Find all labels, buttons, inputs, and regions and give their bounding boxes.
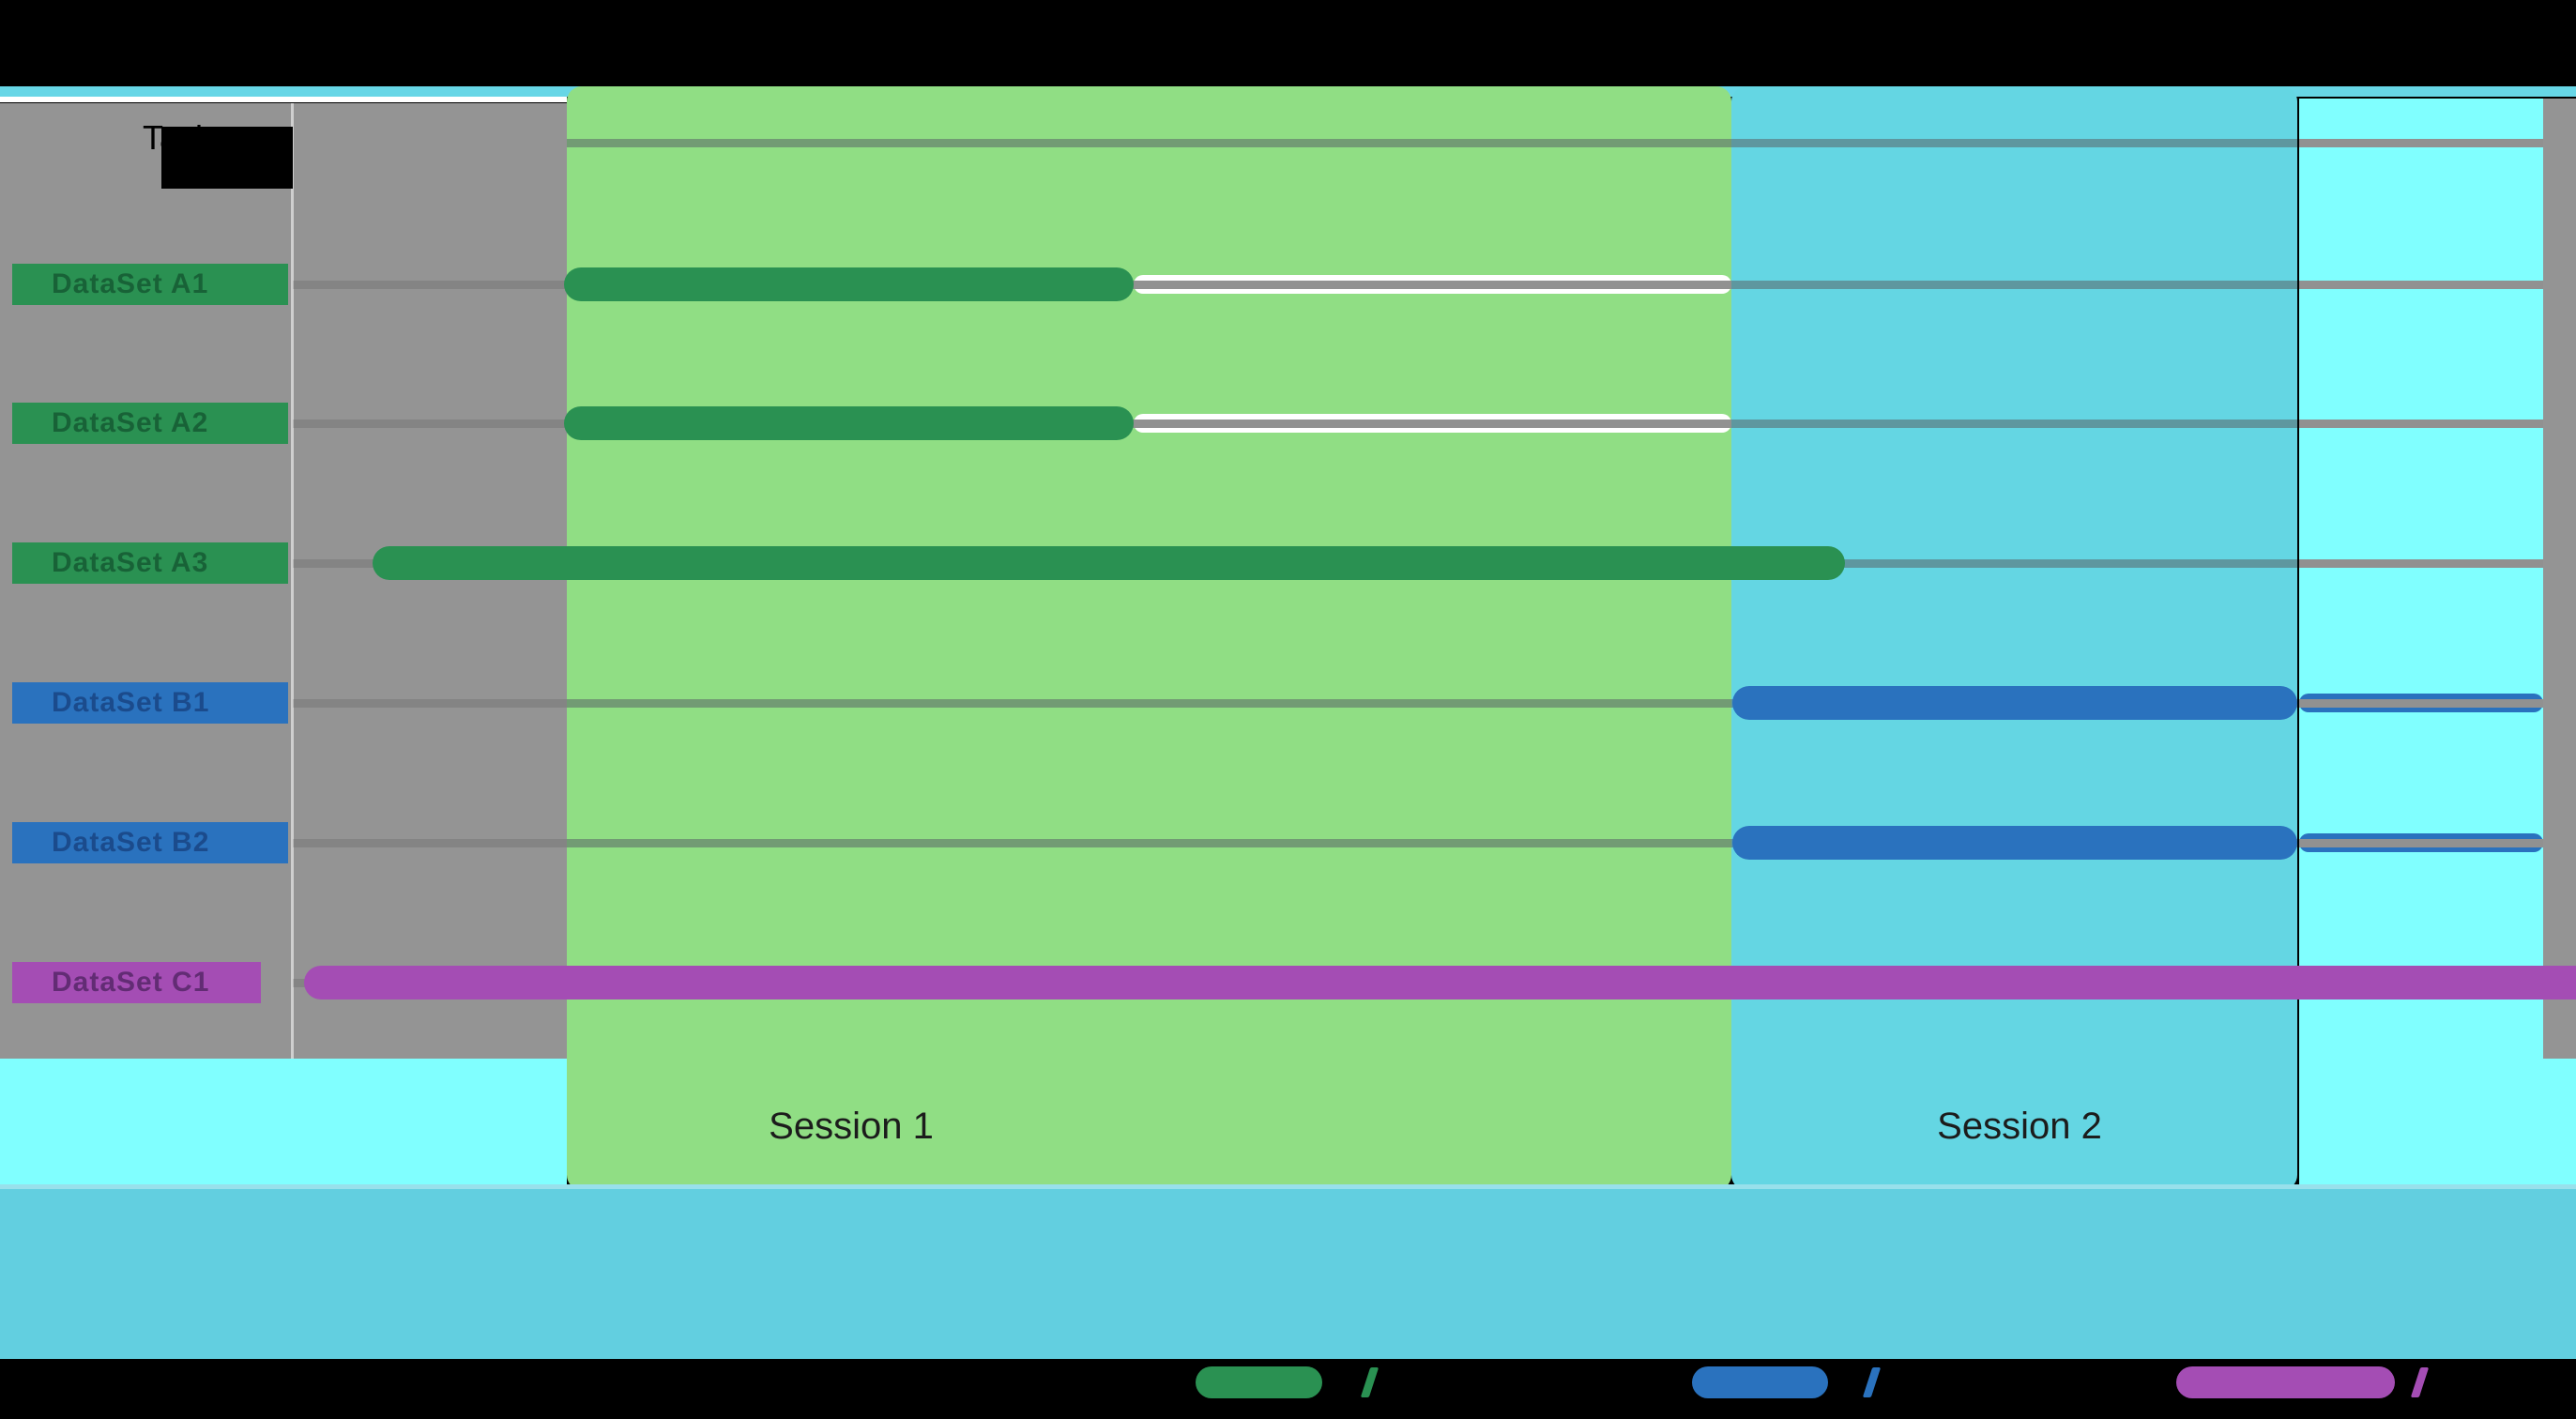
gridline-row-4-main <box>567 699 2297 708</box>
gridline-casing-core-row-4 <box>2299 699 2543 708</box>
gridline-top-aqua <box>2299 139 2543 147</box>
gridline-row-2-gutter <box>293 420 567 428</box>
gridline-row-2-aqua <box>2299 420 2543 428</box>
gridline-row-5-gutter <box>293 839 567 847</box>
row-label-dataset-b2: DataSet B2 <box>12 822 288 863</box>
gridline-row-3-aqua <box>2299 559 2543 568</box>
gridline-casing-core-row-1 <box>1134 281 1731 289</box>
panel-gutter-separator <box>291 103 294 1059</box>
session-2-label: Session 2 <box>1937 1106 2102 1147</box>
session-1-label: Session 1 <box>769 1106 934 1147</box>
gridline-row-4-gutter <box>293 699 567 708</box>
aqua-highlight-column <box>2299 99 2576 1184</box>
legend-swatch-2 <box>1692 1366 1828 1398</box>
gridline-casing-core-row-5 <box>2299 839 2543 847</box>
gantt-bar-dataset-a2 <box>564 406 1134 440</box>
legend-swatch-1 <box>1196 1366 1322 1398</box>
gantt-bar-dataset-c1 <box>304 966 2576 999</box>
gridline-row-1-gutter <box>293 281 567 289</box>
gantt-bar-dataset-a3 <box>373 546 1845 580</box>
gridline-row-5-main <box>567 839 2297 847</box>
gridline-casing-core-row-2 <box>1134 420 1731 428</box>
row-label-dataset-a2: DataSet A2 <box>12 403 288 444</box>
right-gray-margin <box>2543 99 2576 1059</box>
bottom-cyan-band <box>0 1184 2576 1359</box>
redaction-box <box>161 127 293 189</box>
legend-slash-1 <box>1360 1367 1379 1397</box>
legend-slash-3 <box>2410 1367 2430 1397</box>
row-label-dataset-b1: DataSet B1 <box>12 682 288 724</box>
legend-swatch-3 <box>2176 1366 2395 1398</box>
white-divider-line <box>0 97 567 102</box>
gridline-row-1-aqua <box>2299 281 2543 289</box>
row-label-dataset-a3: DataSet A3 <box>12 542 288 584</box>
gantt-bar-dataset-b1 <box>1732 686 2297 720</box>
gantt-bar-dataset-a1 <box>564 267 1134 301</box>
gridline-top-main <box>567 139 2297 147</box>
aqua-bottom-left-fill <box>0 1059 567 1190</box>
session-2-block <box>1731 86 2297 1190</box>
legend-slash-2 <box>1862 1367 1882 1397</box>
row-label-dataset-a1: DataSet A1 <box>12 264 288 305</box>
row-label-dataset-c1: DataSet C1 <box>12 962 261 1003</box>
gantt-bar-dataset-b2 <box>1732 826 2297 860</box>
